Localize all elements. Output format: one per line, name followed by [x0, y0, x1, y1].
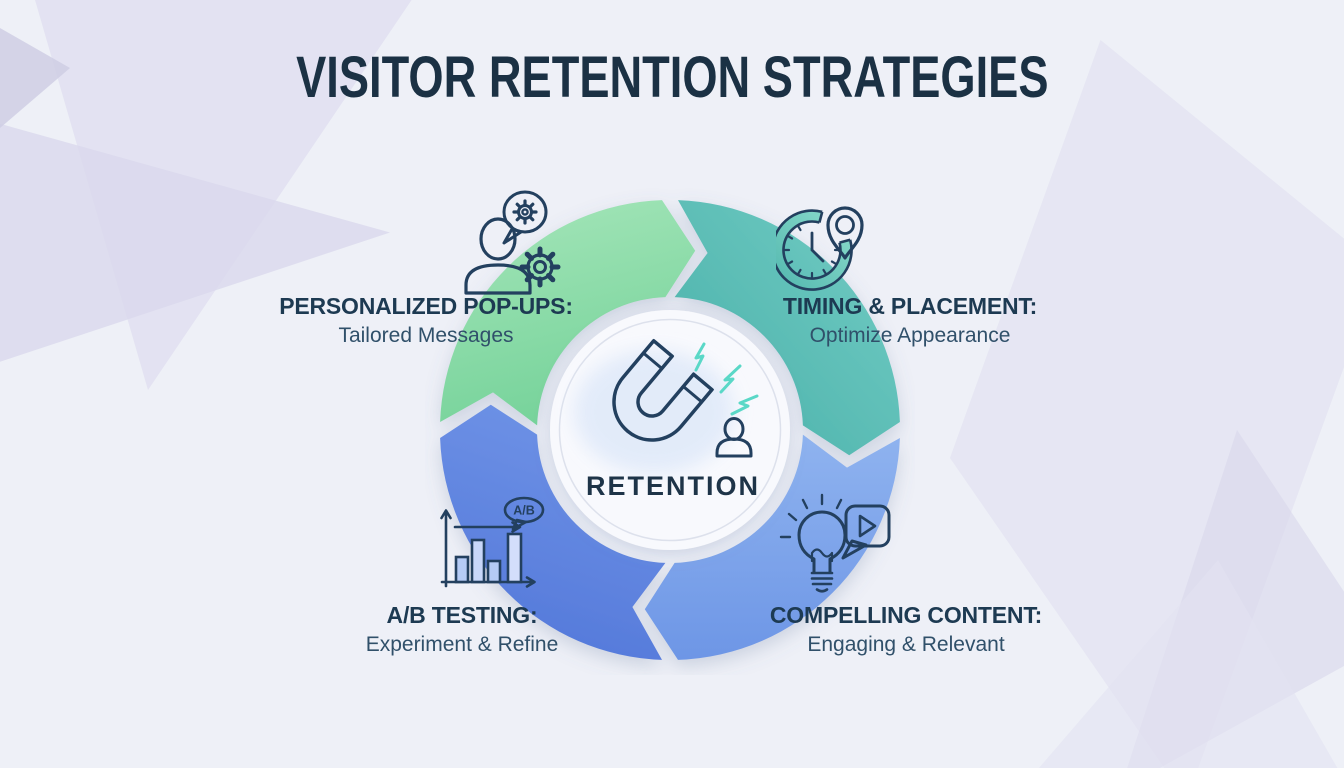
- label-ab-testing: A/B TESTING: Experiment & Refine: [282, 602, 642, 657]
- label-subheading: Experiment & Refine: [365, 633, 559, 656]
- label-timing-placement: TIMING & PLACEMENT: Optimize Appearance: [730, 293, 1090, 348]
- magnet-glow: [574, 350, 734, 474]
- spark-icon: [694, 342, 759, 416]
- label-heading: COMPELLING CONTENT:: [769, 602, 1043, 628]
- bar-chart-ab-bubble-icon: A/B: [440, 496, 545, 588]
- chart-bars: [454, 532, 523, 584]
- label-heading: A/B TESTING:: [386, 602, 538, 628]
- center-label: RETENTION: [585, 471, 760, 501]
- clock-location-pin-icon: [776, 206, 864, 291]
- gear-icon: [519, 246, 561, 288]
- page-title: VISITOR RETENTION STRATEGIES: [0, 44, 1344, 111]
- play-icon: [858, 514, 877, 538]
- label-subheading: Optimize Appearance: [809, 324, 1011, 347]
- magnet-body: [612, 339, 714, 442]
- background-shape: [950, 40, 1344, 768]
- ab-speech-bubble: A/B: [503, 496, 545, 531]
- clock-icon: [776, 209, 853, 291]
- page-title-text: VISITOR RETENTION STRATEGIES: [295, 45, 1049, 110]
- label-heading: PERSONALIZED POP-UPS:: [279, 293, 573, 319]
- label-subheading: Tailored Messages: [338, 324, 514, 347]
- segment-arc-timing-placement: [674, 200, 900, 456]
- label-subheading: Engaging & Relevant: [807, 633, 1005, 656]
- gear-icon: [512, 199, 538, 225]
- user-shoulders: [464, 263, 532, 295]
- magnet-pole-tip: [681, 372, 715, 405]
- user-speech-gear-icon: [464, 190, 561, 295]
- ab-bubble-text: A/B: [513, 504, 535, 518]
- segment-arc-compelling-content: [644, 434, 900, 660]
- background-shape: [1020, 560, 1344, 768]
- label-personalized-popups: PERSONALIZED POP-UPS: Tailored Messages: [246, 293, 606, 348]
- lightbulb-icon: [779, 493, 847, 593]
- label-heading: TIMING & PLACEMENT:: [782, 293, 1038, 319]
- segment-arc-ab-testing: [440, 404, 666, 660]
- location-pin-icon: [826, 206, 864, 260]
- lightbulb-video-bubble-icon: [779, 493, 891, 593]
- label-compelling-content: COMPELLING CONTENT: Engaging & Relevant: [726, 602, 1086, 657]
- magnet-icon: [574, 338, 759, 474]
- magnet-pole-tip: [641, 338, 675, 371]
- video-speech-bubble: [841, 504, 891, 560]
- clock-hands: [810, 231, 825, 263]
- user-icon: [715, 417, 753, 458]
- background-shape: [1120, 430, 1344, 768]
- center-disc-border: [558, 318, 782, 542]
